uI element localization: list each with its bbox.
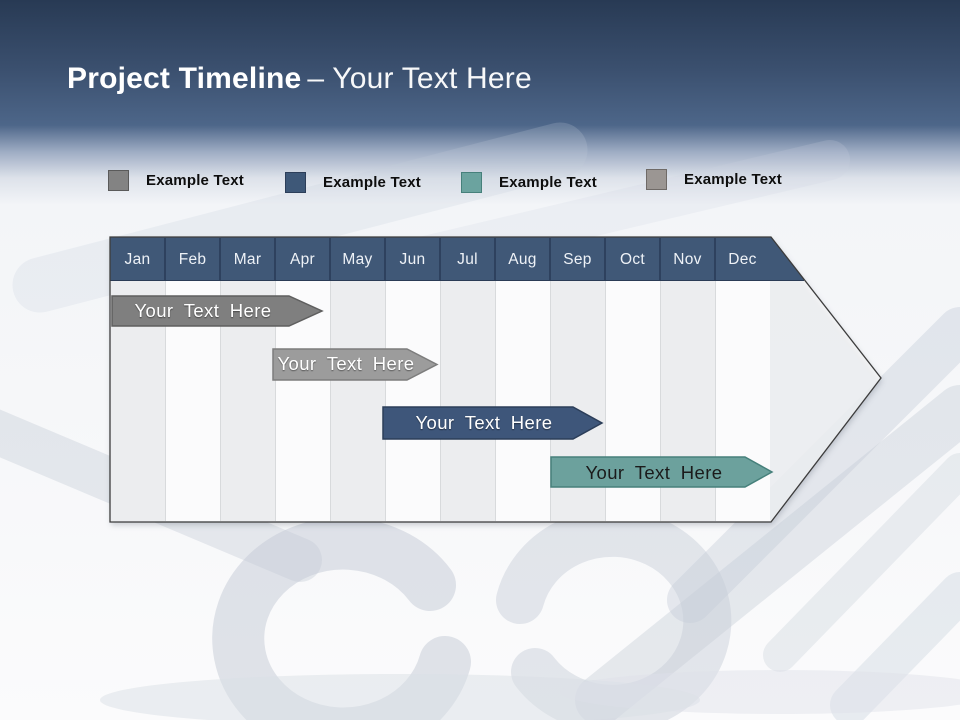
- timeline-arrow-outline: [109, 236, 882, 523]
- month-header-separators: [164, 238, 716, 280]
- month-label-nov: Nov: [673, 251, 701, 268]
- ground-shadow: [100, 674, 700, 720]
- month-column: [495, 281, 550, 521]
- wrench-handle-shape: [830, 572, 960, 720]
- month-header-band: [110, 237, 805, 280]
- month-label-aug: Aug: [508, 251, 536, 268]
- slide-title-light: – Your Text Here: [307, 62, 532, 95]
- legend-swatch-blue: [285, 171, 306, 193]
- timeline-bar-2: [272, 348, 439, 381]
- month-header-labels: Jan Feb Mar Apr May Jun Jul Aug Sep Oct …: [125, 251, 757, 268]
- timeline-bar-3-label: Your Text Here: [416, 412, 553, 433]
- month-column: [330, 281, 385, 521]
- legend-swatch-rect: [108, 169, 129, 191]
- ground-shadow: [560, 670, 960, 714]
- legend-item-3: Example Text: [461, 171, 597, 193]
- month-label-dec: Dec: [728, 251, 756, 268]
- legend-label: Example Text: [146, 171, 244, 189]
- legend-label: Example Text: [323, 173, 421, 191]
- timeline-bar-2-label: Your Text Here: [278, 353, 415, 374]
- slide-title: Project Timeline– Your Text Here: [67, 60, 532, 100]
- month-label-oct: Oct: [620, 251, 645, 268]
- timeline-bars: Your Text Here Your Text Here Your Text …: [111, 295, 774, 488]
- wrench-handle-shape: [667, 307, 960, 623]
- month-label-sep: Sep: [563, 251, 591, 268]
- legend-item-4: Example Text: [646, 168, 782, 190]
- legend-swatch-rect: [461, 171, 482, 193]
- slide-title-bold: Project Timeline: [67, 62, 302, 95]
- timeline-bar-4-label: Your Text Here: [586, 462, 723, 483]
- wrench-jaw-shape: [212, 517, 471, 720]
- month-label-feb: Feb: [179, 251, 207, 268]
- legend-swatch-taupe: [646, 168, 667, 190]
- wrench-handle-shape: [575, 385, 960, 720]
- month-label-may: May: [342, 251, 372, 268]
- legend-item-1: Example Text: [108, 169, 244, 191]
- month-label-jan: Jan: [125, 251, 151, 268]
- timeline-bar-1-label: Your Text Here: [135, 300, 272, 321]
- timeline-bar-1: [111, 295, 324, 327]
- month-column: [440, 281, 495, 521]
- month-label-jul: Jul: [457, 251, 478, 268]
- legend-swatch-rect: [285, 171, 306, 193]
- legend-swatch-rect: [646, 168, 667, 190]
- month-label-jun: Jun: [400, 251, 426, 268]
- wrench-handle-shape: [763, 453, 960, 672]
- legend-label: Example Text: [684, 170, 782, 188]
- legend-label: Example Text: [499, 173, 597, 191]
- legend-swatch-gray: [108, 169, 129, 191]
- legend-swatch-teal: [461, 171, 482, 193]
- legend-item-2: Example Text: [285, 171, 421, 193]
- month-column: [385, 281, 440, 521]
- timeline-bar-4: [550, 456, 774, 488]
- month-label-mar: Mar: [234, 251, 262, 268]
- month-label-apr: Apr: [290, 251, 315, 268]
- timeline-bar-3: [382, 406, 604, 440]
